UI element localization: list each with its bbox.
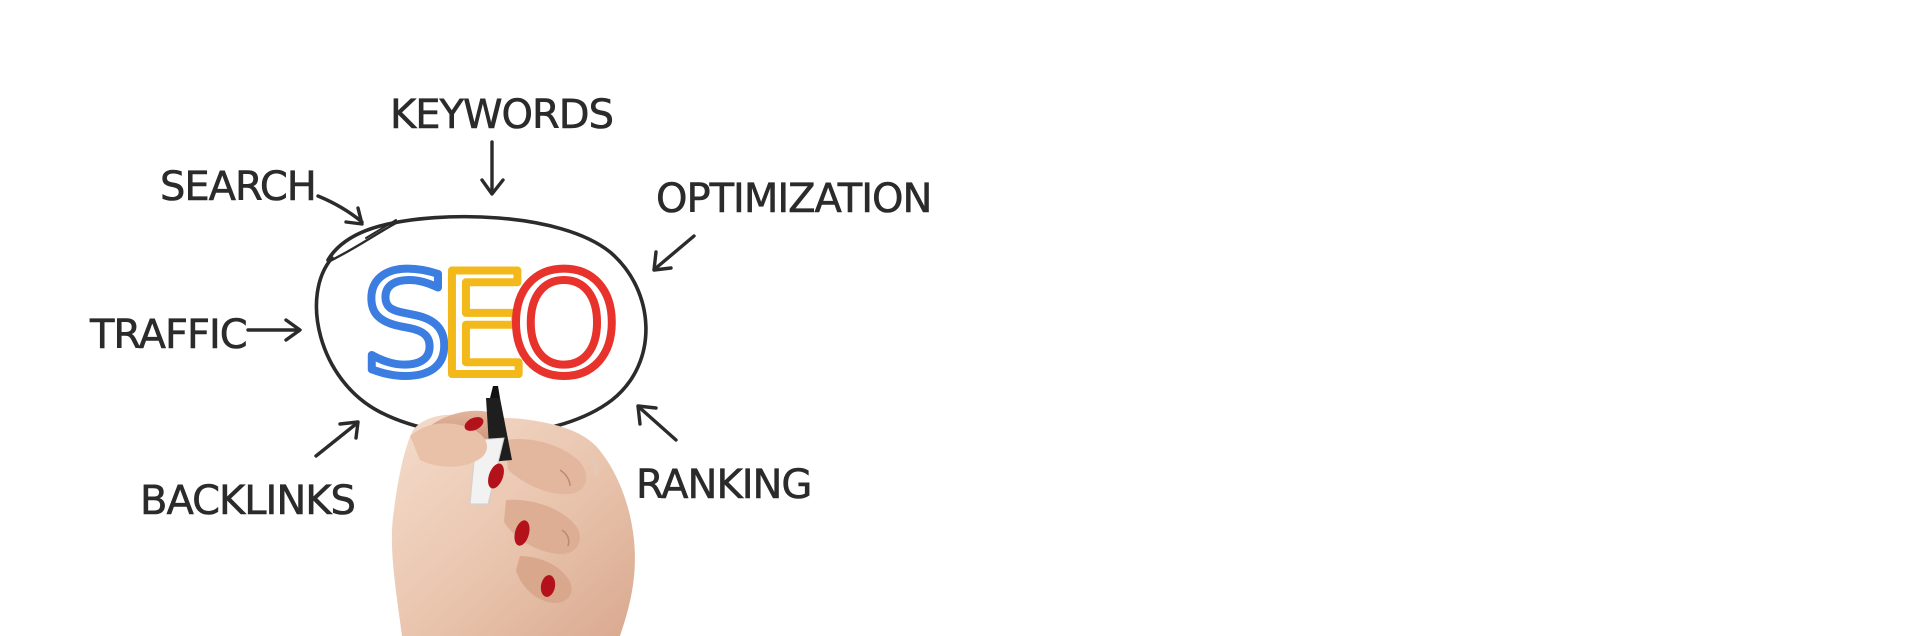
arrow-optimization-icon	[652, 234, 696, 272]
label-ranking: RANKING	[636, 462, 811, 508]
label-keywords: KEYWORDS	[390, 92, 613, 138]
label-backlinks: BACKLINKS	[140, 478, 355, 524]
seo-letter-e: E	[438, 243, 528, 408]
nail-icon	[488, 463, 504, 489]
arrow-ranking-icon	[636, 404, 678, 442]
seo-letter-o: O	[508, 243, 620, 408]
nail-icon	[464, 417, 484, 431]
label-optimization: OPTIMIZATION	[656, 176, 931, 222]
label-search: SEARCH	[160, 164, 316, 210]
hand-with-marker	[391, 386, 635, 636]
nail-icon	[540, 575, 556, 597]
arrow-traffic-icon	[246, 318, 302, 342]
seo-ellipse	[314, 214, 648, 437]
arrow-search-icon	[316, 194, 364, 226]
seo-letter-s: S	[362, 243, 452, 408]
arrow-keywords-icon	[480, 140, 505, 196]
nail-icon	[514, 520, 530, 546]
arrow-backlinks-icon	[314, 420, 360, 458]
label-traffic: TRAFFIC	[89, 312, 247, 358]
